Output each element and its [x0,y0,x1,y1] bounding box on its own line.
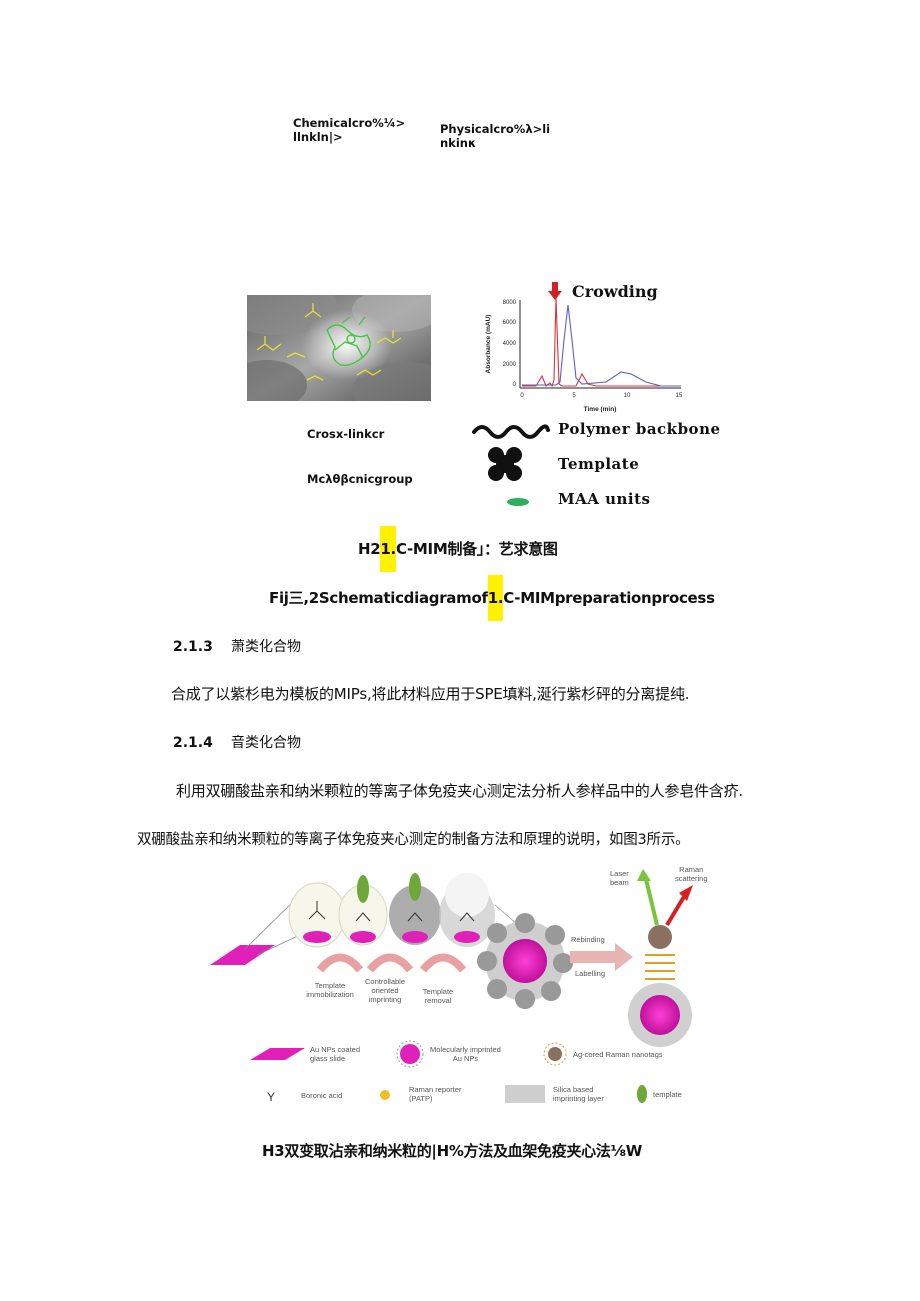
paragraph-3: 双硼酸盐亲和纳米颗粒的等离子体免疫夹心测定的制备方法和原理的说明，如图3所示。 [137,832,690,848]
polymer-backbone-label: Polymer backbone [558,420,721,438]
crowding-arrow-icon [548,282,562,300]
template-label: Template [558,455,640,473]
x-axis-label: Time (min) [584,406,617,413]
chemical-crosslink-label: Chemicalcro%¼> llnkln|> [293,116,406,144]
legend-template: template [653,1090,682,1099]
red-trace [522,297,681,388]
paragraph-2: 利用双硼酸盐亲和纳米颗粒的等离子体免疫夹心测定法分析人参样品中的人参皂件含疥. [176,782,743,800]
figure2-caption-cn: H21.C-MIM制备」：艺求意图 [358,526,558,572]
figure3-schematic: Y [205,865,725,1115]
paragraph-1: 合成了以紫杉电为模板的MIPs,将此材料应用于SPE填料,涎行紫杉砰的分离提纯. [171,685,690,703]
svg-text:Y: Y [267,1090,275,1104]
crosslinker-label: Crosx-linkcr [307,427,385,441]
mip-micrograph-image [217,275,462,418]
chromatogram-chart: 8000 6000 4000 2000 0 0 5 10 15 Time (mi… [476,280,686,420]
maa-unit-icon [505,493,531,506]
maa-units-label: MAA units [558,490,651,508]
x-tick-label: 10 [624,393,631,399]
y-axis-label: Absorbance (mAU) [485,315,492,374]
legend-boronic: Boronic acid [301,1091,343,1100]
y-tick-label: 8000 [503,300,517,306]
blue-trace [522,304,681,387]
polymer-backbone-icon [472,418,550,442]
legend-ag-tag: Ag-cored Raman nanotags [573,1050,663,1059]
figure2-caption-en: Fij三,2Schematicdiagramof1.C-MIMpreparati… [269,575,715,621]
y-tick-label: 2000 [503,362,517,368]
monomer-label: Mcλθβcnicgroup [307,472,413,486]
physical-crosslink-label: Physicalcro%λ>li nkinκ [440,122,551,150]
x-tick-label: 15 [676,393,683,399]
labelling-label: Labelling [575,969,606,978]
legend-reporter: Raman reporter(PATP) [409,1085,462,1103]
y-tick-label: 4000 [503,341,517,347]
x-tick-label: 0 [520,393,524,399]
y-tick-label: 0 [513,382,517,388]
template-icon [485,444,525,484]
y-tick-label: 6000 [503,320,517,326]
x-tick-label: 5 [572,393,576,399]
rebinding-label: Rebinding [571,935,605,944]
figure3-caption: H3双变取沾亲和纳米粒的|H%方法及血架免疫夹心法⅛W [262,1142,643,1160]
crowding-label: Crowding [572,282,658,301]
